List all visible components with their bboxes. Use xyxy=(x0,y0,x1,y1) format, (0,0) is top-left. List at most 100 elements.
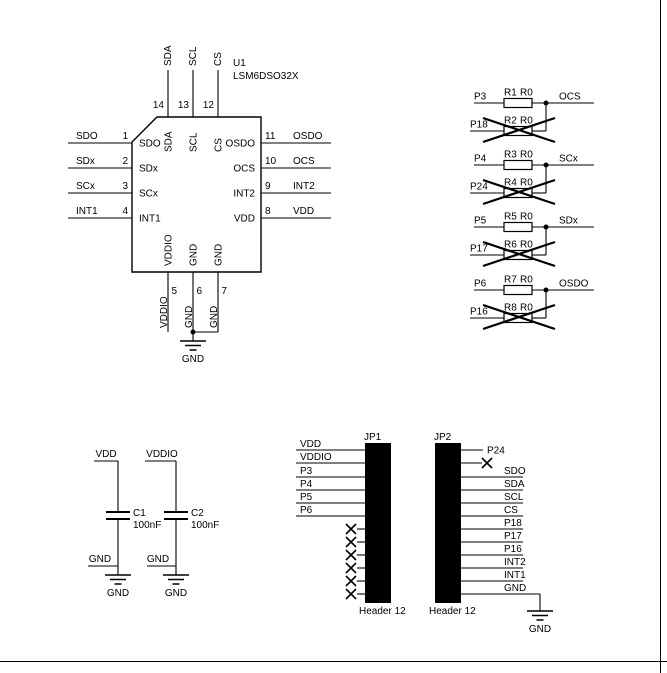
pin-number: 1 xyxy=(122,131,128,142)
pin-number: 5 xyxy=(172,286,178,297)
port-label: P17 xyxy=(470,244,488,255)
header-body xyxy=(365,443,391,603)
net-label: SDA xyxy=(504,479,525,490)
net-label: SDx xyxy=(559,216,578,227)
pin-name: OCS xyxy=(233,164,255,175)
net-label: VDDIO xyxy=(159,296,170,328)
pin-name: SDO xyxy=(139,139,161,150)
pin-name: OSDO xyxy=(226,139,256,150)
refdes: U1 xyxy=(233,58,246,69)
net-label: VDD xyxy=(95,449,116,460)
pin-name: SCL xyxy=(189,132,200,152)
net-label: CS xyxy=(213,52,224,66)
port-label: P4 xyxy=(474,154,487,165)
net-label: GND xyxy=(89,554,111,565)
net-label: GND xyxy=(184,306,195,328)
pin-number: 4 xyxy=(122,206,128,217)
part-type: Header 12 xyxy=(429,606,476,617)
value-label: R0 xyxy=(520,212,533,223)
pin-name: CS xyxy=(214,138,225,152)
net-label: GND xyxy=(209,306,220,328)
value-label: R0 xyxy=(520,88,533,99)
resistor-r5 xyxy=(503,221,533,233)
net-label: OSDO xyxy=(293,131,323,142)
refdes: C1 xyxy=(133,508,146,519)
gnd-symbol: GND xyxy=(105,574,131,599)
net-label: INT2 xyxy=(293,181,315,192)
refdes: R8 xyxy=(504,303,517,314)
header-body xyxy=(435,443,461,603)
pin-name: SCx xyxy=(139,189,158,200)
pin-number: 2 xyxy=(122,156,128,167)
gnd-symbol: GND xyxy=(527,610,553,635)
pin-number: 11 xyxy=(265,131,276,142)
pin-name: SDx xyxy=(139,164,158,175)
header-jp1: JP1 Header 12 VDD VDDIO P3 P4 P5 P6 xyxy=(296,432,406,617)
pin-number: 12 xyxy=(203,100,215,111)
refdes: JP2 xyxy=(434,432,452,443)
resistor-r7 xyxy=(503,284,533,296)
pin-number: 14 xyxy=(153,100,165,111)
pin-number: 13 xyxy=(178,100,190,111)
net-label: P24 xyxy=(487,446,505,457)
net-label: INT1 xyxy=(76,206,98,217)
port-label: P6 xyxy=(474,279,487,290)
gnd-label: GND xyxy=(529,624,551,635)
value-label: R0 xyxy=(520,178,533,189)
no-connect-x xyxy=(461,457,493,469)
refdes: R2 xyxy=(504,116,517,127)
net-label: INT2 xyxy=(504,557,526,568)
net-label: P5 xyxy=(300,492,313,503)
capacitor-c1: VDD C1 100nF GND GND xyxy=(88,449,161,599)
port-label: P24 xyxy=(470,182,488,193)
gnd-label: GND xyxy=(165,588,187,599)
port-label: P16 xyxy=(470,307,488,318)
refdes: R7 xyxy=(504,275,517,286)
gnd-label: GND xyxy=(182,354,204,365)
junction-dot xyxy=(190,329,196,335)
pin-name: VDDIO xyxy=(164,234,175,266)
resistor-group-scx: P4 R3 R0 SCx P24 R4 R0 xyxy=(470,150,594,206)
pin-number: 10 xyxy=(265,156,277,167)
pin-name: SDA xyxy=(164,131,175,152)
refdes: R1 xyxy=(504,88,517,99)
net-label: SDO xyxy=(76,131,98,142)
refdes: C2 xyxy=(191,508,204,519)
resistor-r1 xyxy=(503,97,533,109)
net-label: CS xyxy=(504,505,518,516)
ic-u1: U1 LSM6DSO32X 14 13 12 SDA SCL CS SDA SC… xyxy=(68,45,331,365)
net-label: GND xyxy=(504,583,526,594)
refdes: R6 xyxy=(504,240,517,251)
part-number: LSM6DSO32X xyxy=(233,71,299,82)
pin-name: GND xyxy=(214,244,225,266)
part-type: Header 12 xyxy=(359,606,406,617)
net-label: P3 xyxy=(300,466,313,477)
pin-name: GND xyxy=(189,244,200,266)
dnp-cross xyxy=(482,116,556,144)
resistor-group-ocs: P3 R1 R0 OCS P18 R2 R0 xyxy=(470,88,594,144)
pin-name: VDD xyxy=(234,214,255,225)
capacitor-c2: VDDIO C2 100nF GND GND xyxy=(145,449,219,599)
port-label: P5 xyxy=(474,216,487,227)
net-label: P17 xyxy=(504,531,522,542)
pin-name: INT2 xyxy=(233,189,255,200)
net-label: OCS xyxy=(559,92,581,103)
net-label: P18 xyxy=(504,518,522,529)
no-connect-x xyxy=(345,549,365,561)
net-label: OSDO xyxy=(559,279,589,290)
net-label: INT1 xyxy=(504,570,526,581)
no-connect-x xyxy=(345,575,365,587)
value-label: 100nF xyxy=(191,520,219,531)
refdes: R5 xyxy=(504,212,517,223)
net-label: P6 xyxy=(300,505,313,516)
gnd-symbol: GND xyxy=(163,574,189,599)
port-label: P18 xyxy=(470,120,488,131)
net-label: OCS xyxy=(293,156,315,167)
pin-number: 7 xyxy=(222,286,228,297)
gnd-symbol: GND xyxy=(180,340,206,365)
pin-name: INT1 xyxy=(139,214,161,225)
dnp-cross xyxy=(482,240,556,268)
